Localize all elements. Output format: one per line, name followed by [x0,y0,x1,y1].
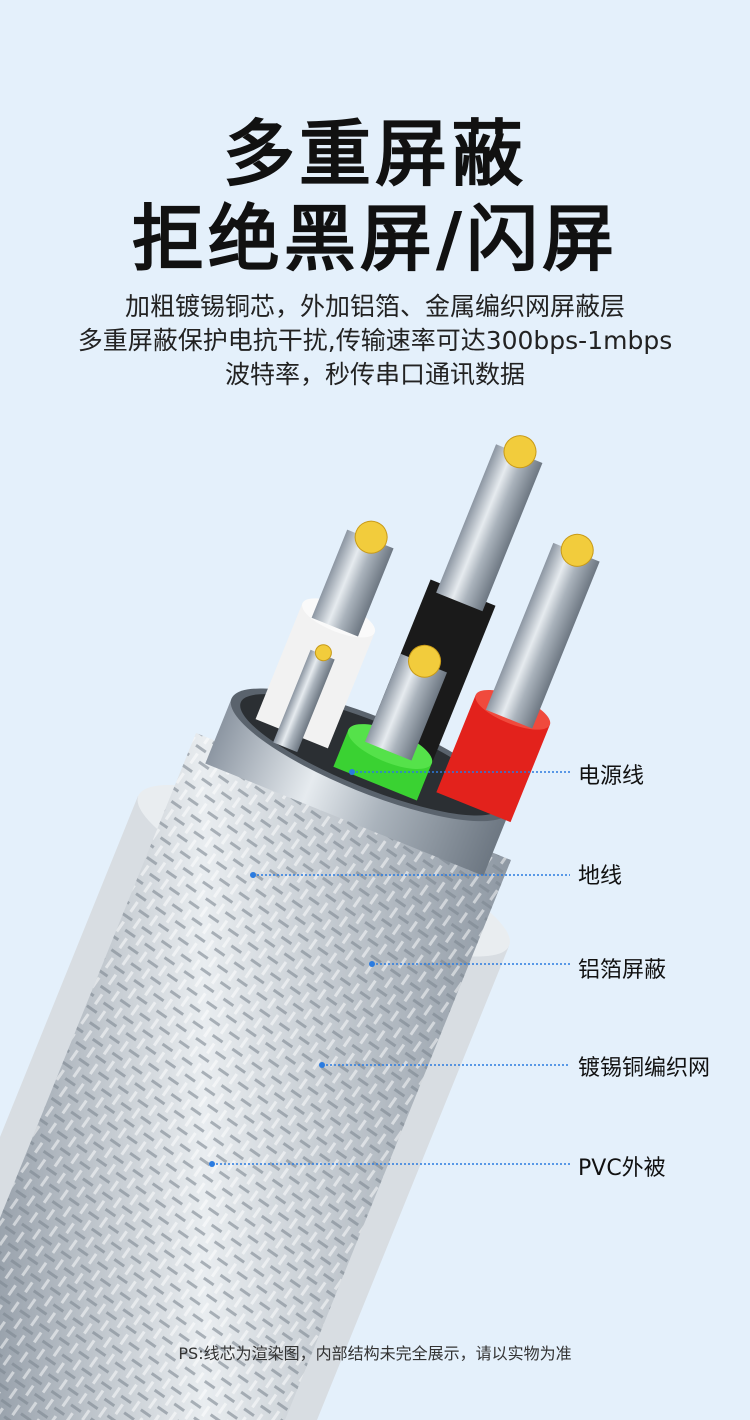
copper-strands [314,435,594,678]
description-line: 加粗镀锡铜芯，外加铝箔、金属编织网屏蔽层 [124,292,625,321]
callout-pvc-jacket: PVC外被 [578,1156,666,1181]
headline-line-2: 拒绝黑屏/闪屏 [131,197,619,281]
callout-ground-wire: 地线 [578,864,623,889]
description: 加粗镀锡铜芯，外加铝箔、金属编织网屏蔽层 多重屏蔽保护电抗干扰,传输速率可达30… [0,290,750,392]
description-line: 波特率，秒传串口通讯数据 [224,360,525,389]
ground-wire [273,649,335,753]
callout-foil-shield: 铝箔屏蔽 [578,958,667,983]
callout-power-wire: 电源线 [578,764,645,789]
callout-braided-mesh: 镀锡铜编织网 [578,1056,711,1081]
footnote: PS:线芯为渲染图，内部结构未完全展示，请以实物为准 [178,1344,572,1363]
red-wire [436,542,600,823]
callout-lines [209,769,570,1167]
headline-line-1: 多重屏蔽 [222,112,527,196]
green-wire [333,653,447,801]
braid-weave-texture [0,733,511,1420]
description-line: 多重屏蔽保护电抗干扰,传输速率可达300bps-1mbps [77,326,673,355]
